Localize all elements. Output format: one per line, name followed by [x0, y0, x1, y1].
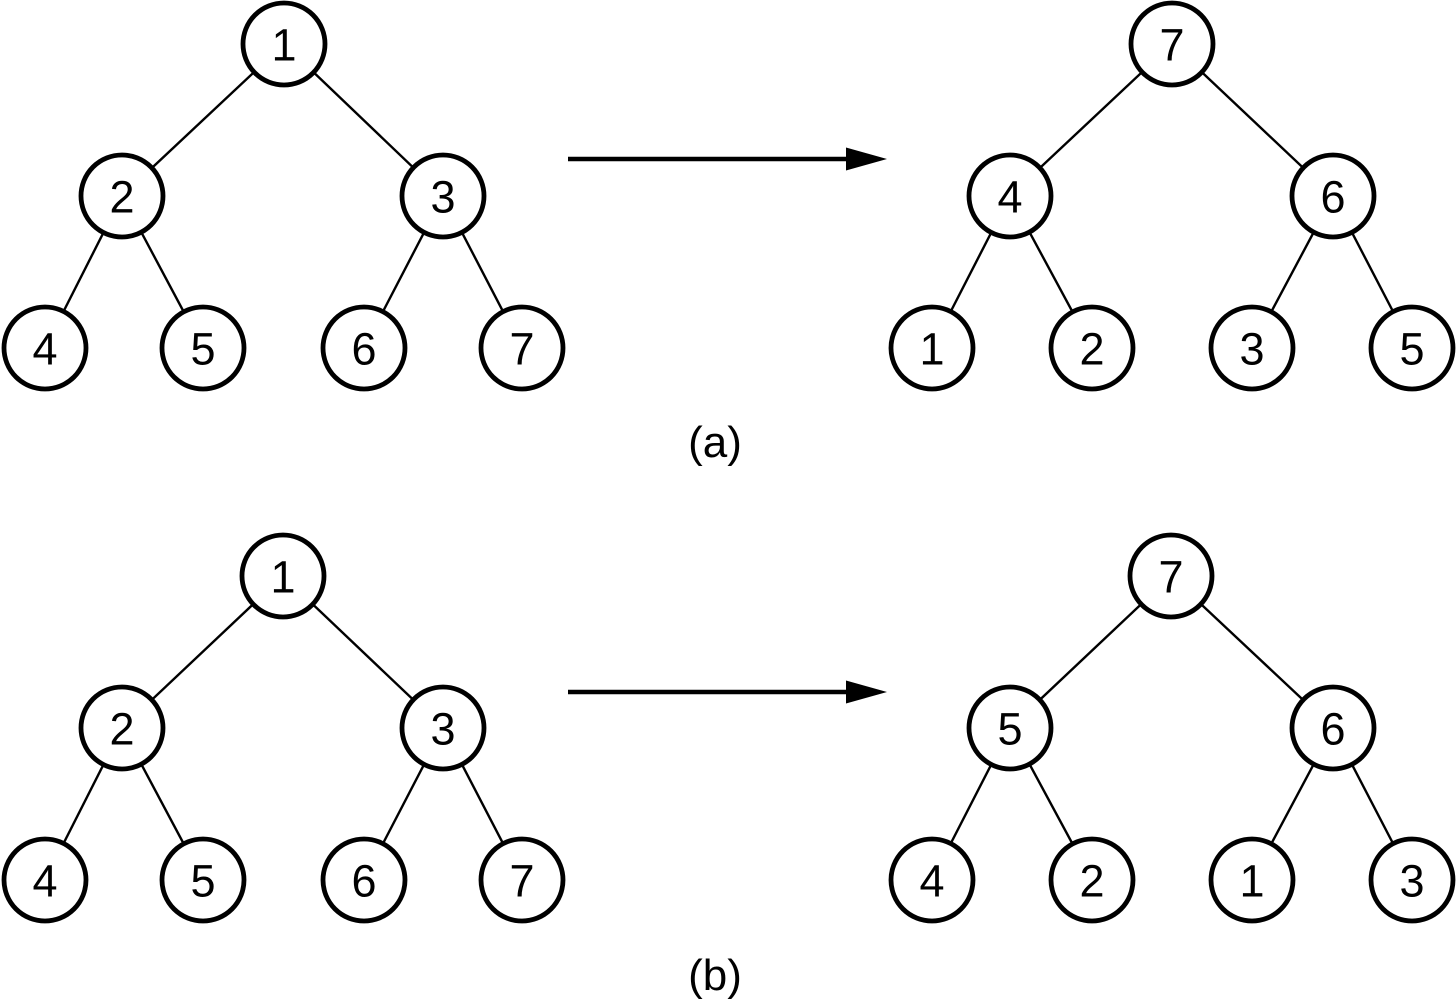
tree-node-value: 3 [430, 704, 455, 755]
tree-node-circle [1127, 532, 1215, 620]
tree-node-value: 1 [270, 552, 295, 603]
tree-node-circle [478, 304, 566, 392]
tree-node-value: 5 [190, 324, 215, 375]
tree-node-a-after-1: 1 [888, 304, 976, 392]
tree-node-value: 6 [351, 856, 376, 907]
tree-node-b-after-1: 1 [1208, 836, 1296, 924]
tree-node-value: 6 [351, 324, 376, 375]
tree-node-value: 1 [1239, 856, 1264, 907]
tree-node-circle [78, 152, 166, 240]
tree-node-value: 1 [271, 20, 296, 71]
diagram-b-label: (b) [688, 951, 742, 1000]
tree-node-circle [159, 304, 247, 392]
tree-node-a-after-7: 7 [1128, 0, 1216, 88]
tree-node-b-before-6: 6 [320, 836, 408, 924]
tree-node-value: 5 [997, 704, 1022, 755]
tree-node-circle [1368, 304, 1456, 392]
tree-node-b-after-7: 7 [1127, 532, 1215, 620]
tree-node-b-before-2: 2 [78, 684, 166, 772]
tree-node-value: 2 [109, 704, 134, 755]
tree-node-value: 3 [1399, 856, 1424, 907]
tree-node-circle [888, 304, 976, 392]
tree-node-value: 7 [509, 324, 534, 375]
tree-node-circle [1289, 152, 1377, 240]
tree-node-value: 7 [1158, 552, 1183, 603]
tree-node-b-after-3: 3 [1368, 836, 1456, 924]
tree-node-b-after-2: 2 [1048, 836, 1136, 924]
tree-node-b-after-4: 4 [888, 836, 976, 924]
tree-node-b-before-1: 1 [239, 532, 327, 620]
tree-node-value: 7 [1159, 20, 1184, 71]
tree-node-value: 6 [1320, 704, 1345, 755]
tree-node-value: 5 [190, 856, 215, 907]
tree-node-circle [78, 684, 166, 772]
tree-node-a-after-4: 4 [966, 152, 1054, 240]
transform-arrow-head-b [846, 680, 887, 704]
transform-arrow-head-a [846, 147, 887, 171]
tree-node-value: 2 [109, 172, 134, 223]
tree-node-circle [1048, 836, 1136, 924]
tree-node-b-before-3: 3 [399, 684, 487, 772]
tree-node-circle [1289, 684, 1377, 772]
tree-node-a-before-5: 5 [159, 304, 247, 392]
tree-node-value: 4 [32, 856, 57, 907]
tree-node-circle [239, 532, 327, 620]
tree-node-a-before-4: 4 [1, 304, 89, 392]
tree-node-circle [240, 0, 328, 88]
tree-node-circle [1048, 304, 1136, 392]
tree-node-a-before-2: 2 [78, 152, 166, 240]
tree-node-a-after-6: 6 [1289, 152, 1377, 240]
tree-node-circle [1208, 304, 1296, 392]
tree-node-value: 4 [919, 856, 944, 907]
tree-node-circle [1368, 836, 1456, 924]
tree-node-b-after-6: 6 [1289, 684, 1377, 772]
tree-node-value: 4 [32, 324, 57, 375]
tree-node-a-after-5: 5 [1368, 304, 1456, 392]
tree-node-circle [1208, 836, 1296, 924]
tree-node-b-after-5: 5 [966, 684, 1054, 772]
tree-node-value: 3 [1239, 324, 1264, 375]
tree-node-circle [399, 684, 487, 772]
tree-node-circle [399, 152, 487, 240]
tree-node-b-before-4: 4 [1, 836, 89, 924]
tree-node-value: 1 [919, 324, 944, 375]
tree-node-circle [159, 836, 247, 924]
tree-node-circle [966, 684, 1054, 772]
tree-node-value: 5 [1399, 324, 1424, 375]
tree-node-value: 4 [997, 172, 1022, 223]
tree-node-a-before-6: 6 [320, 304, 408, 392]
tree-node-a-before-7: 7 [478, 304, 566, 392]
tree-node-circle [320, 836, 408, 924]
tree-node-a-after-3: 3 [1208, 304, 1296, 392]
tree-node-b-before-7: 7 [478, 836, 566, 924]
tree-node-value: 3 [430, 172, 455, 223]
tree-node-circle [1128, 0, 1216, 88]
tree-node-value: 6 [1320, 172, 1345, 223]
tree-node-a-before-1: 1 [240, 0, 328, 88]
tree-node-a-after-2: 2 [1048, 304, 1136, 392]
tree-node-circle [966, 152, 1054, 240]
tree-node-circle [1, 304, 89, 392]
tree-node-value: 2 [1079, 324, 1104, 375]
tree-node-a-before-3: 3 [399, 152, 487, 240]
tree-node-value: 7 [509, 856, 534, 907]
tree-node-circle [320, 304, 408, 392]
tree-node-value: 2 [1079, 856, 1104, 907]
tree-node-b-before-5: 5 [159, 836, 247, 924]
tree-node-circle [1, 836, 89, 924]
tree-node-circle [478, 836, 566, 924]
tree-node-circle [888, 836, 976, 924]
diagram-a-label: (a) [688, 418, 742, 467]
